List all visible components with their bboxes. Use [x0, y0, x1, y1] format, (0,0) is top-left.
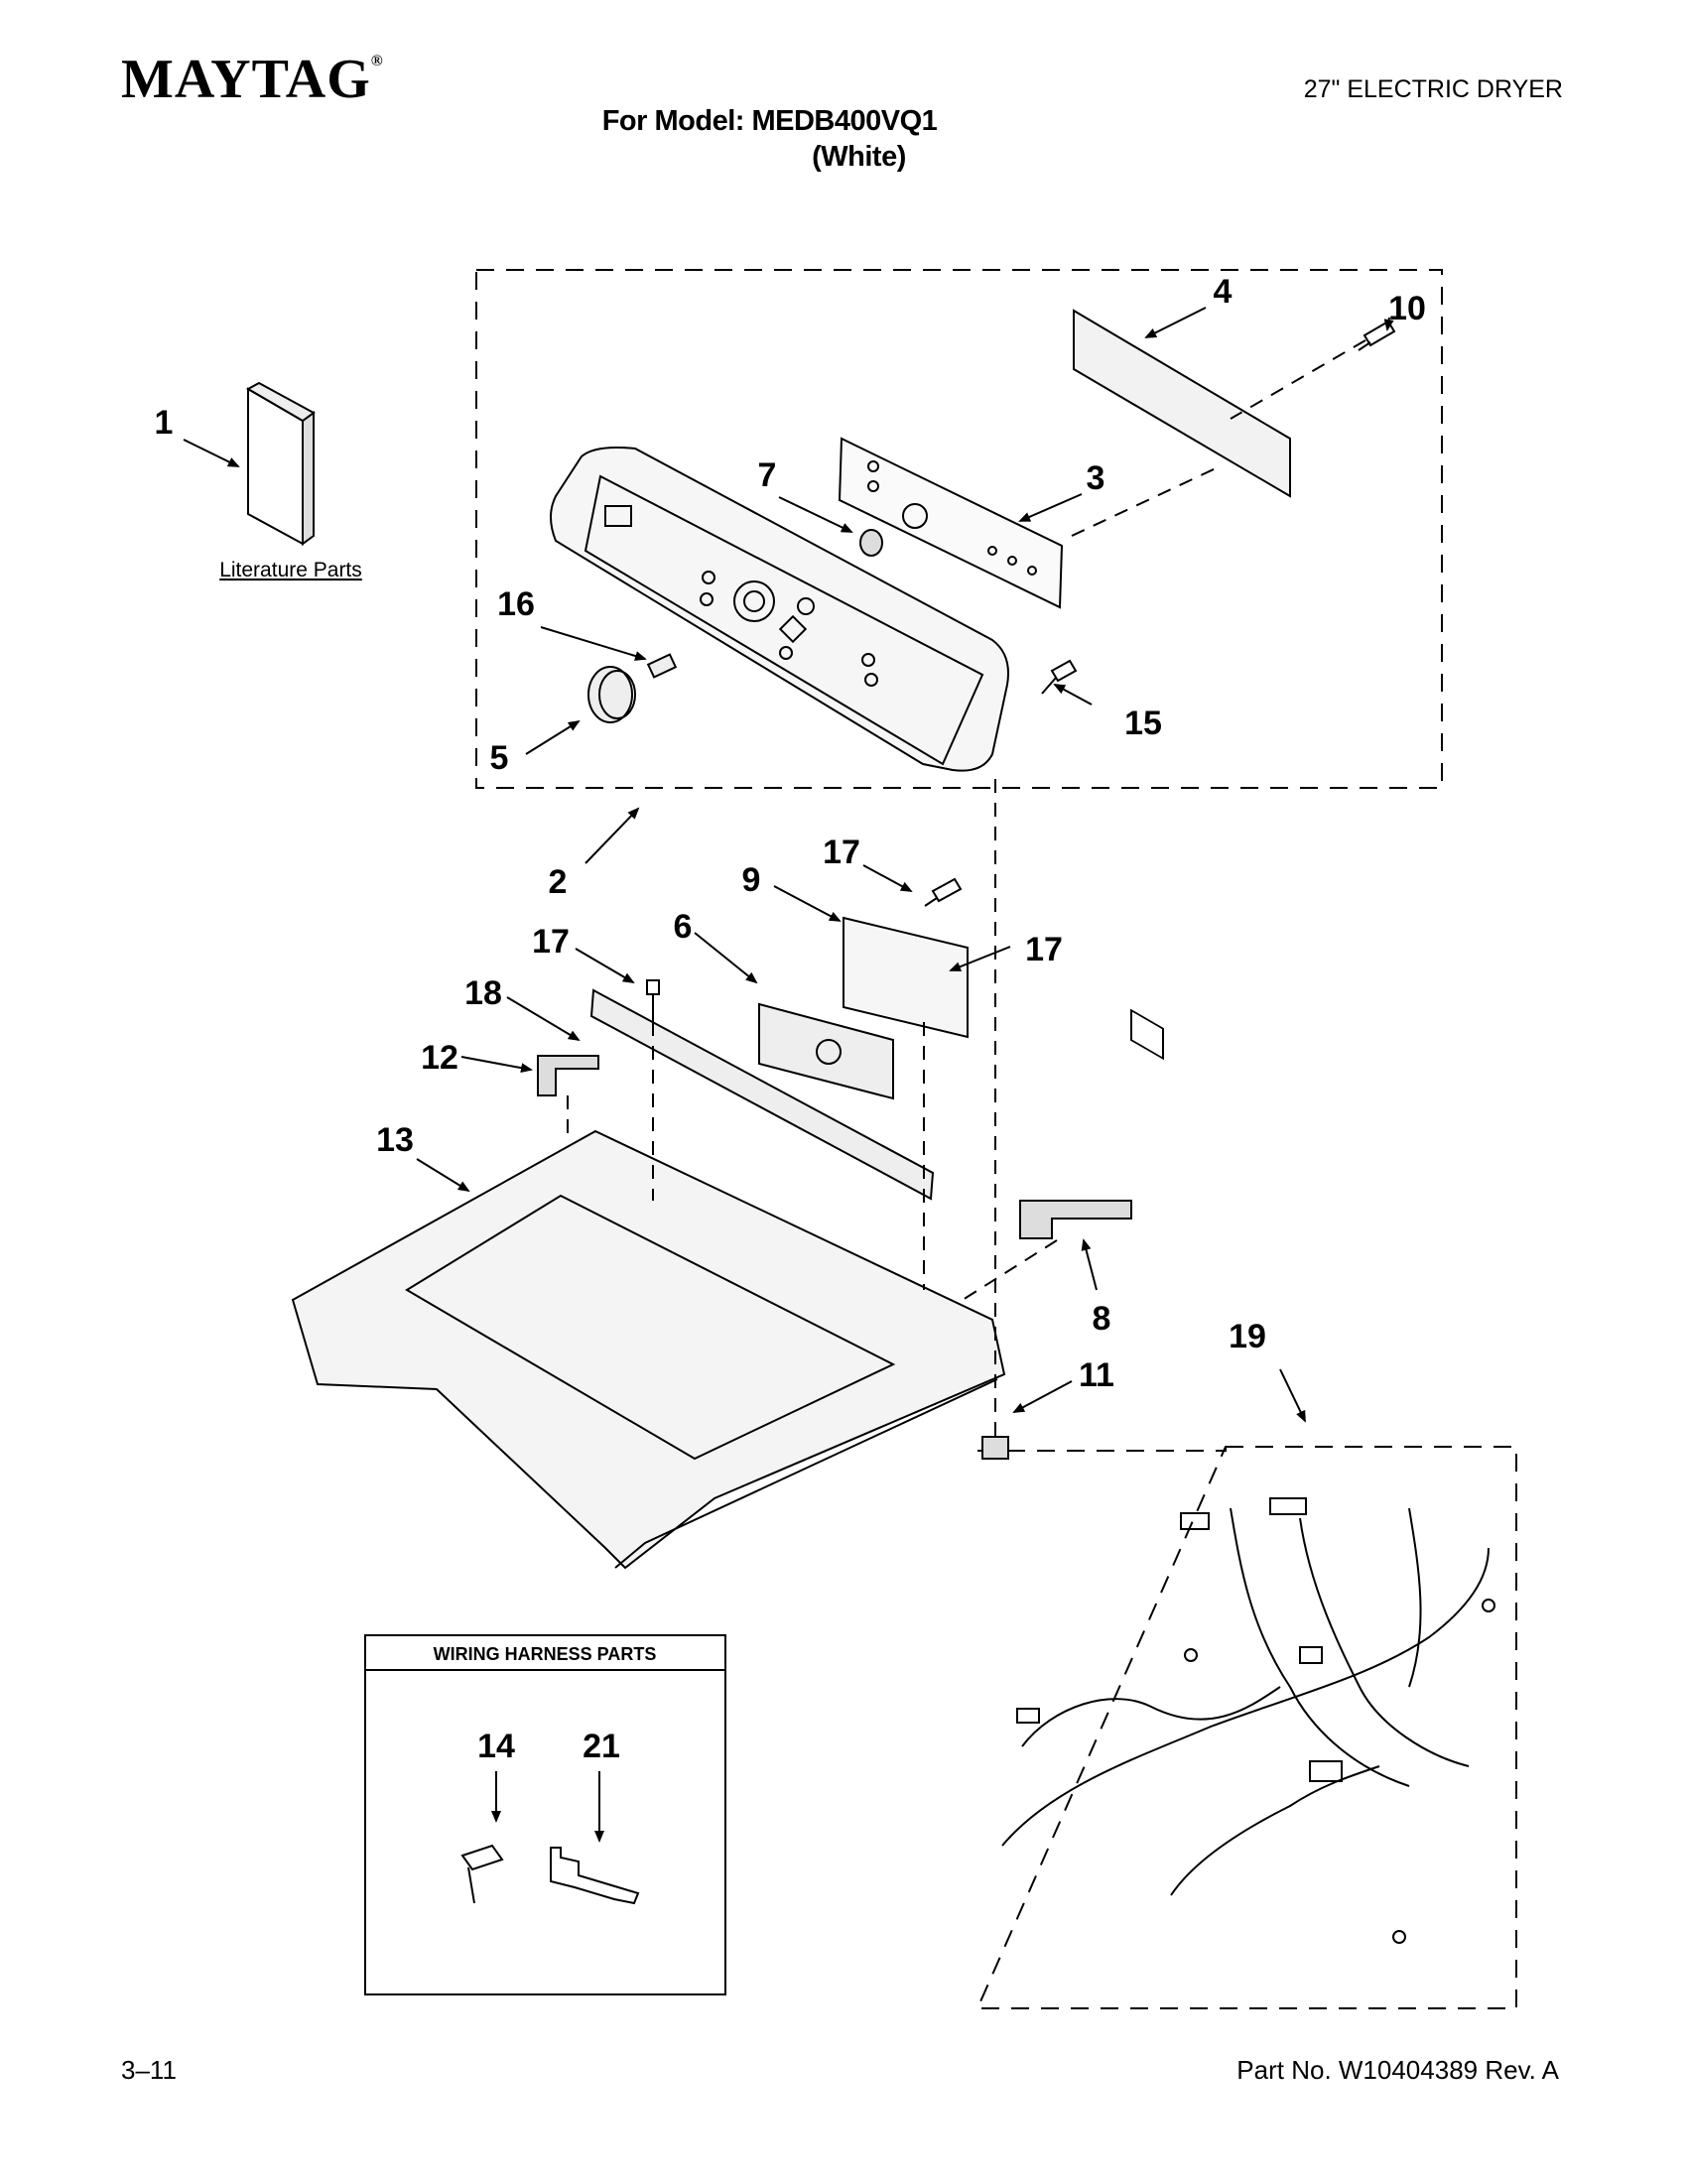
- small-clip: [981, 1436, 1009, 1460]
- console-group-box: [475, 269, 1443, 789]
- callout-18: 18: [464, 974, 502, 1012]
- callout-17c: 17: [1025, 931, 1063, 968]
- console-rail: [589, 988, 935, 1201]
- wiring-harness-title: WIRING HARNESS PARTS: [434, 1644, 657, 1664]
- wiring-harness: [1001, 1497, 1495, 1944]
- clip: [646, 653, 678, 679]
- callout-16: 16: [497, 585, 535, 623]
- model-heading: For Model: MEDB400VQ1 (White): [0, 103, 1688, 176]
- terminal-parts: [460, 1844, 640, 1905]
- callout-6: 6: [674, 908, 693, 946]
- mounting-plate: [843, 916, 969, 1039]
- washer: [859, 529, 883, 557]
- callout-14: 14: [477, 1728, 515, 1765]
- callout-arrows: [183, 307, 1394, 1843]
- callout-2: 2: [549, 863, 568, 901]
- page-number: 3–11: [121, 2055, 177, 2085]
- part-number: Part No. W10404389 Rev. A: [1236, 2055, 1559, 2085]
- model-color: (White): [812, 141, 906, 174]
- literature-booklet: [245, 381, 316, 546]
- callout-13: 13: [376, 1121, 414, 1159]
- harness-group-box: [975, 1446, 1517, 2009]
- literature-label: Literature Parts: [219, 559, 362, 581]
- product-title: 27" ELECTRIC DRYER: [1303, 75, 1563, 103]
- callout-8: 8: [1093, 1300, 1111, 1338]
- pad-right: [1019, 1200, 1132, 1239]
- alignment-lines: [567, 339, 1366, 1437]
- callout-17a: 17: [823, 834, 860, 871]
- pad-left: [537, 1055, 599, 1096]
- wiring-harness-box: [364, 1634, 726, 1995]
- callout-19: 19: [1229, 1318, 1266, 1355]
- board-bracket: [1073, 309, 1291, 1061]
- callout-17b: 17: [532, 923, 570, 961]
- console-housing: [550, 447, 1009, 772]
- timer-module: [758, 1002, 894, 1100]
- callout-7: 7: [758, 456, 777, 494]
- callout-12: 12: [421, 1039, 458, 1077]
- knob: [587, 666, 636, 723]
- callout-4: 4: [1214, 273, 1233, 311]
- control-board: [838, 437, 1064, 609]
- callout-10: 10: [1388, 290, 1426, 327]
- callout-5: 5: [490, 739, 509, 777]
- callout-numbers: 1 2 3 4 5 6 7 8 9 10 11 12 13 14 15 16 1…: [155, 273, 1426, 1765]
- callout-15: 15: [1124, 705, 1162, 742]
- callout-9: 9: [742, 861, 761, 899]
- callout-11: 11: [1079, 1356, 1114, 1394]
- top-panel: [291, 1129, 1006, 1570]
- callout-21: 21: [583, 1728, 620, 1765]
- model-number: For Model: MEDB400VQ1: [601, 105, 938, 137]
- screws: [646, 320, 1396, 1022]
- callout-1: 1: [155, 404, 174, 442]
- brand-logo: MAYTAG®: [121, 49, 384, 110]
- callout-3: 3: [1087, 459, 1105, 497]
